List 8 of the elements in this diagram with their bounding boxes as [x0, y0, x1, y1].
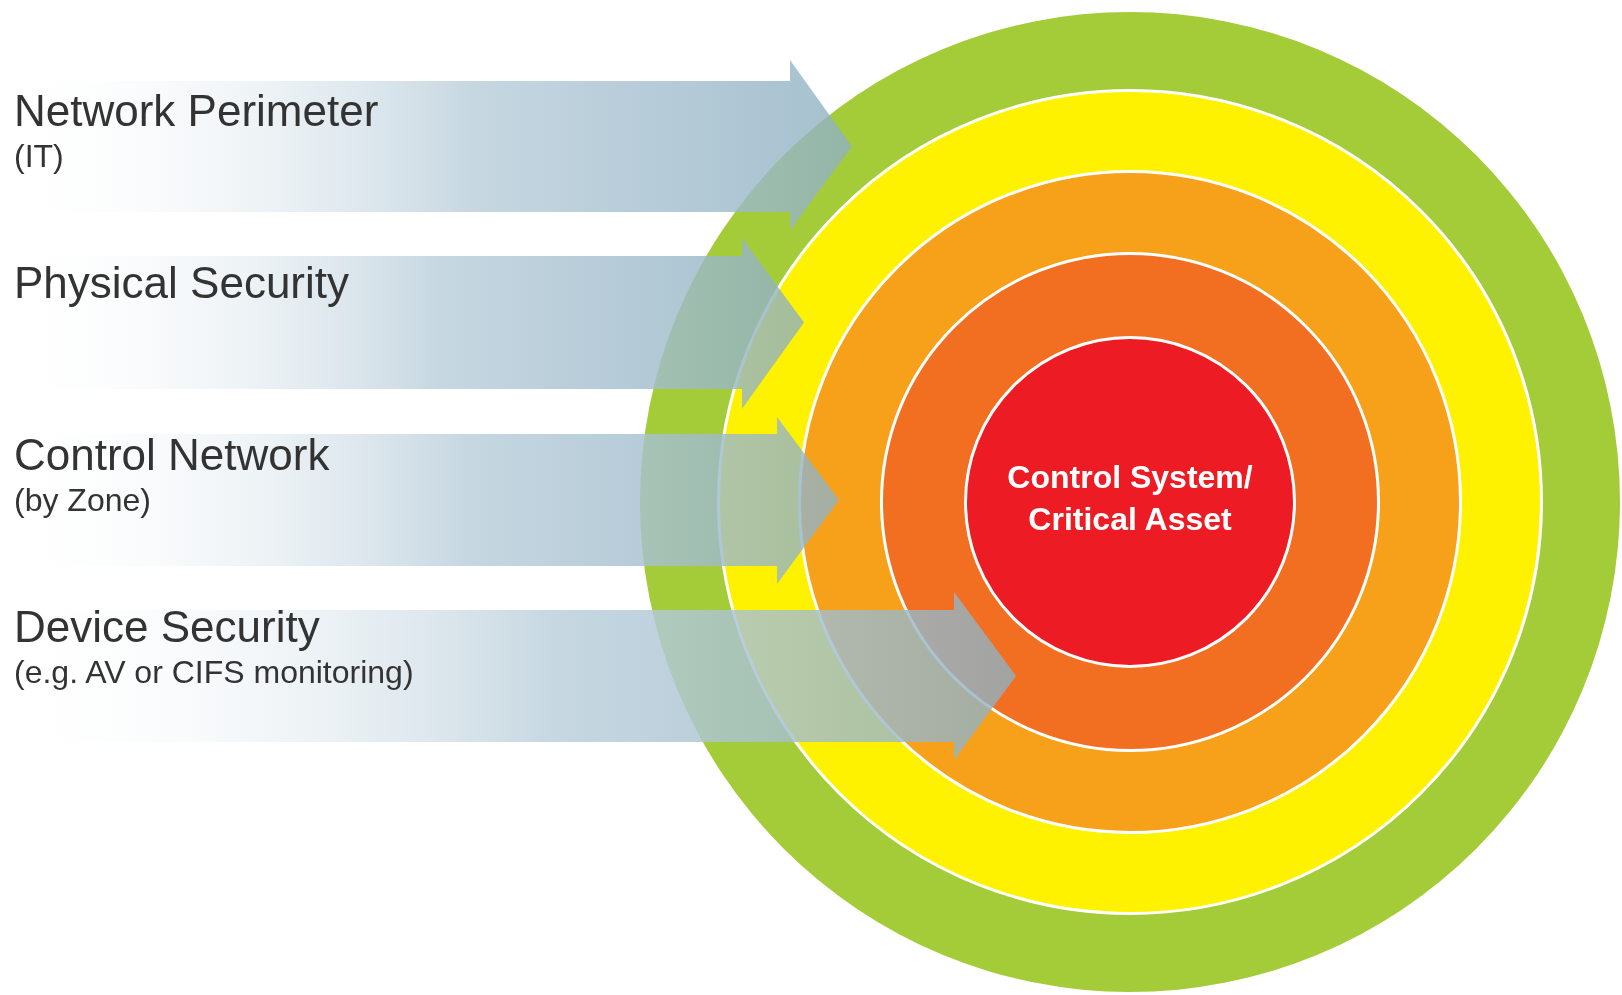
layer-title: Device Security — [14, 602, 321, 652]
layer-title: Control Network — [14, 430, 330, 480]
layer-subtitle: (by Zone) — [14, 481, 152, 520]
layer-subtitle: (IT) — [14, 137, 65, 176]
center-label: Control System/ Critical Asset — [1006, 458, 1254, 539]
layer-subtitle: (e.g. AV or CIFS monitoring) — [14, 653, 414, 692]
layer-title: Physical Security — [14, 258, 349, 308]
layer-title: Network Perimeter — [14, 86, 379, 136]
